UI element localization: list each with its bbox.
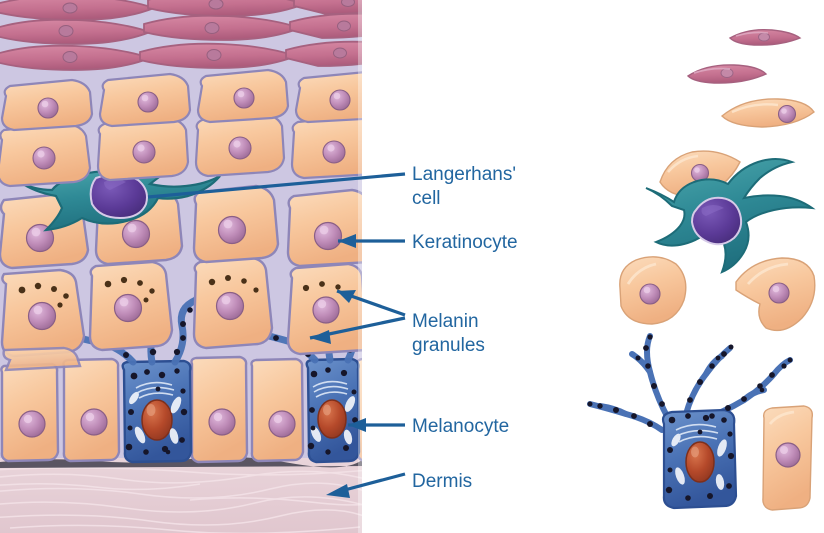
golgi-apparatus: [675, 423, 719, 443]
cell-squame-1: [728, 28, 802, 46]
label-langerhans-line1: Langerhans': [412, 164, 516, 185]
leader-dermis: [326, 472, 406, 498]
label-melanin-granules-line1: Melanin: [412, 311, 479, 332]
stratum-corneum: [0, 0, 362, 71]
label-dermis: Dermis: [412, 471, 472, 492]
langerhans-nucleus: [690, 196, 743, 246]
cell-keratinocyte-columnar: [762, 405, 814, 511]
cell-keratinocyte-flat-1: [720, 98, 815, 128]
leader-lines-group: [147, 172, 406, 498]
melanocyte-nucleus: [317, 399, 347, 439]
leader-melanocyte: [348, 418, 405, 432]
melanocyte-nucleus: [685, 441, 715, 483]
label-keratinocyte: Keratinocyte: [412, 232, 518, 253]
golgi-apparatus: [135, 381, 175, 399]
melanocyte-left: [121, 359, 193, 464]
granulosum-nuclei: [32, 87, 351, 170]
melanin-granules: [587, 334, 793, 501]
epidermis-cross-section-panel: [0, 0, 362, 533]
melanin-granules-cytoplasm: [125, 368, 188, 455]
melanosomes-pale: [129, 391, 182, 444]
melanocyte-right: [305, 357, 361, 464]
leader-langerhans: [147, 172, 406, 199]
isolated-cell-gallery-panel: [587, 28, 816, 511]
leader-melanin-granules: [309, 289, 406, 344]
spinosum-upper-nuclei: [25, 215, 343, 253]
melanocyte-nucleus: [141, 399, 173, 441]
label-text-group: Langerhans' cell Keratinocyte Melanin gr…: [412, 164, 518, 492]
basement-membrane: [0, 456, 362, 468]
cell-keratinocyte-round-right: [735, 257, 816, 332]
melanin-granules-in-keratinocytes: [18, 275, 353, 308]
label-langerhans-line2: cell: [412, 188, 441, 209]
basal-nuclei: [18, 408, 296, 438]
cell-squame-2: [686, 64, 768, 84]
label-melanocyte: Melanocyte: [412, 416, 509, 437]
collagen-fibres: [0, 467, 362, 533]
cell-melanocyte-isolated: [587, 333, 793, 510]
melanosomes-pale: [671, 433, 727, 490]
leader-keratinocyte: [338, 234, 405, 248]
label-melanin-granules-line2: granules: [412, 335, 485, 356]
dermis-layer: [0, 456, 362, 533]
cell-keratinocyte-round-left: [619, 256, 687, 325]
spinosum-lower-nuclei: [27, 291, 340, 331]
cell-langerhans-isolated: [645, 158, 816, 274]
corneum-nuclei: [58, 0, 355, 63]
